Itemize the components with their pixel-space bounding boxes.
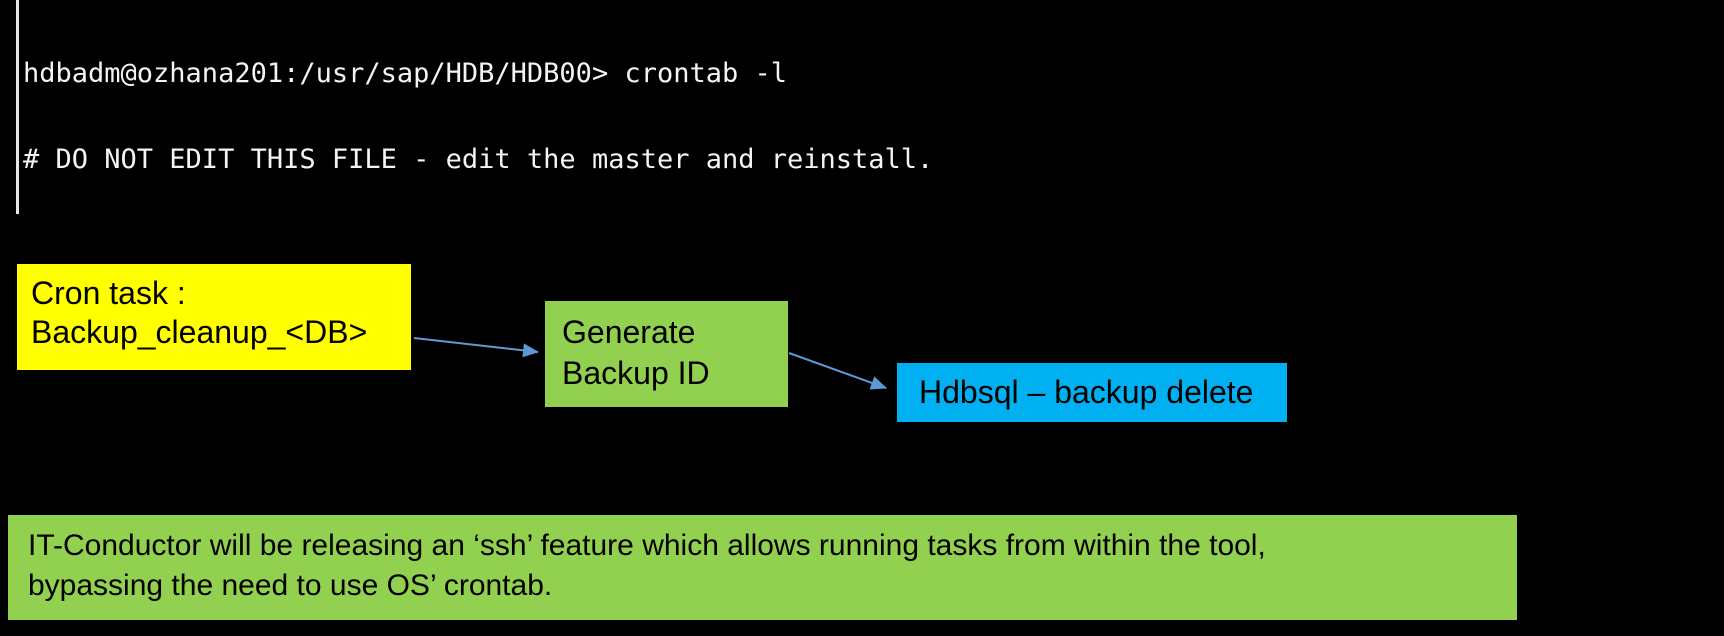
generate-backup-id-box: Generate Backup ID — [545, 301, 788, 407]
terminal-left-border — [16, 0, 19, 214]
arrow-cron-to-generate-icon — [413, 337, 539, 358]
arrow-generate-to-hdbsql-icon — [788, 352, 887, 390]
cron-task-box: Cron task : Backup_cleanup_<DB> — [17, 264, 411, 370]
cron-task-line1: Cron task : — [31, 275, 186, 311]
terminal-line: # DO NOT EDIT THIS FILE - edit the maste… — [23, 143, 934, 175]
note-banner: IT-Conductor will be releasing an ‘ssh’ … — [8, 515, 1517, 620]
terminal-line: hdbadm@ozhana201:/usr/sap/HDB/HDB00> cro… — [23, 58, 788, 89]
note-line2: bypassing the need to use OS’ crontab. — [28, 569, 553, 602]
terminal-window: hdbadm@ozhana201:/usr/sap/HDB/HDB00> cro… — [0, 0, 1724, 214]
hdbsql-label: Hdbsql – backup delete — [919, 374, 1254, 410]
generate-line2: Backup ID — [562, 355, 710, 391]
generate-line1: Generate — [562, 314, 696, 350]
hdbsql-backup-delete-box: Hdbsql – backup delete — [897, 363, 1287, 422]
cron-task-line2: Backup_cleanup_<DB> — [31, 314, 368, 350]
terminal-output: hdbadm@ozhana201:/usr/sap/HDB/HDB00> cro… — [23, 3, 1665, 214]
note-line1: IT-Conductor will be releasing an ‘ssh’ … — [28, 529, 1266, 562]
